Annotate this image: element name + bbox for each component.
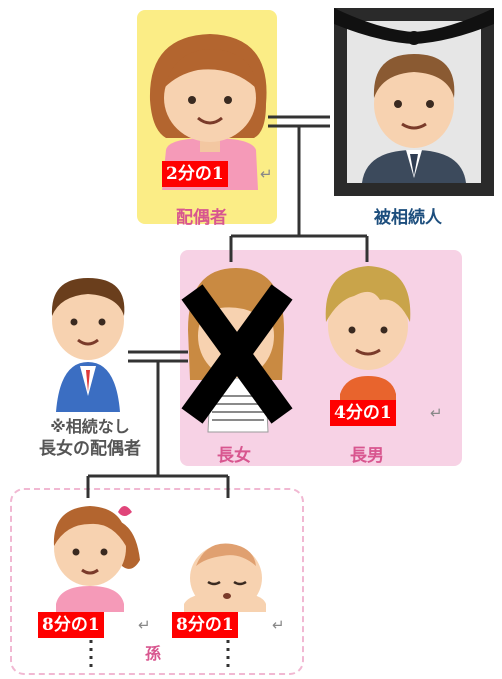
- descendant-dotted-lines: [89, 640, 230, 672]
- return-mark-icon: ↵: [272, 616, 285, 634]
- spouse-share-badge: 2分の1: [162, 161, 228, 187]
- daughter-spouse-figure: [51, 278, 125, 412]
- return-mark-icon: ↵: [430, 404, 443, 422]
- baby-figure: [184, 543, 266, 612]
- grandchildren-frame: [10, 488, 304, 675]
- son-share-badge: 4分の1: [330, 400, 396, 426]
- eldest-daughter-figure: [181, 268, 293, 433]
- deceased-label: 被相続人: [374, 208, 442, 228]
- connector-lines: [86, 115, 369, 498]
- granddaughter-figure: [53, 506, 140, 612]
- spouse-figure: [149, 34, 267, 190]
- spouse-label: 配偶者: [176, 208, 227, 228]
- daughter-spouse-note: ※相続なし 長女の配偶者: [16, 416, 164, 460]
- deceased-portrait: [334, 8, 494, 196]
- return-mark-icon: ↵: [260, 165, 273, 183]
- daughter-label: 長女: [217, 446, 251, 466]
- return-mark-icon: ↵: [138, 616, 151, 634]
- grandchild-2-share-badge: 8分の1: [172, 612, 238, 638]
- note-line-2: 長女の配偶者: [39, 439, 141, 459]
- grandchild-1-share-badge: 8分の1: [38, 612, 104, 638]
- grandchildren-label: 孫: [145, 644, 162, 663]
- note-line-1: ※相続なし: [50, 417, 130, 436]
- son-label: 長男: [350, 446, 384, 466]
- eldest-son-figure: [325, 266, 411, 404]
